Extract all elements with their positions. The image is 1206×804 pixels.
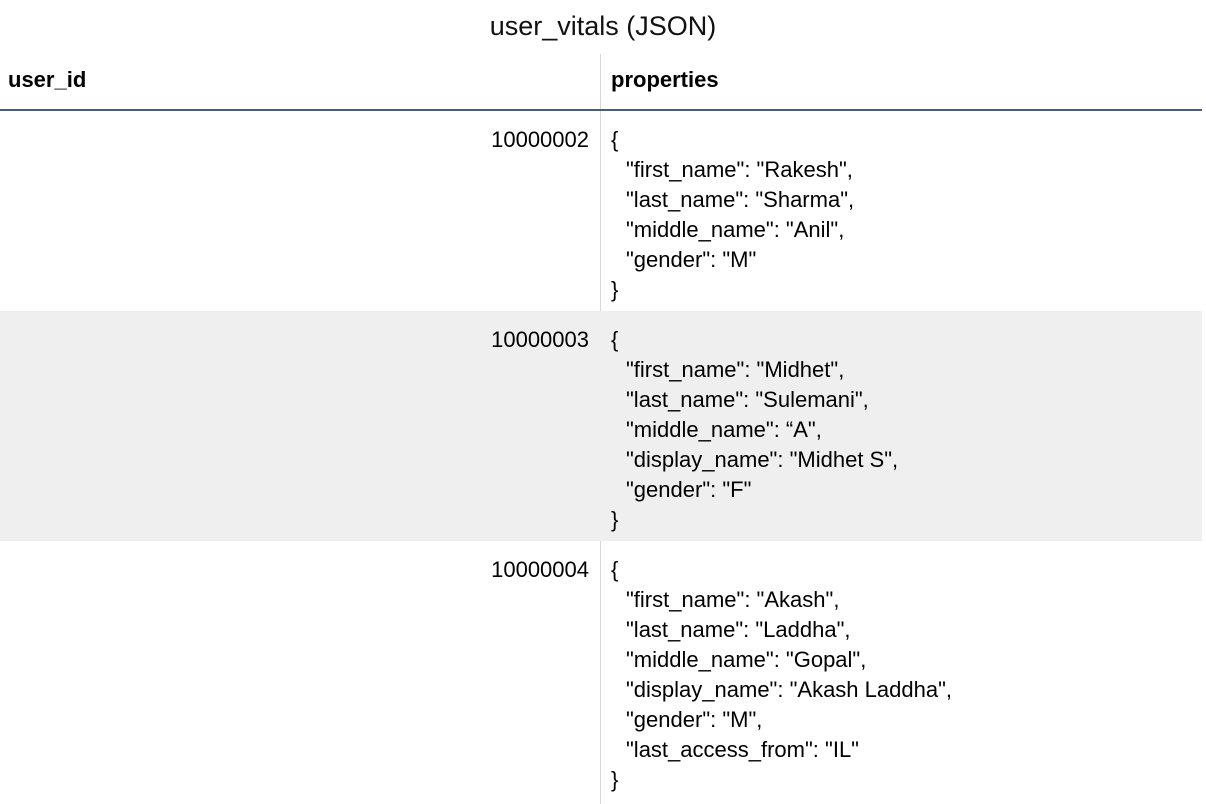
json-line: "display_name": "Akash Laddha", (626, 677, 952, 702)
properties-cell: { "first_name": "Rakesh", "last_name": "… (611, 125, 854, 305)
properties-cell: { "first_name": "Midhet", "last_name": "… (611, 325, 898, 535)
json-line: { (611, 557, 619, 582)
json-line: "last_name": "Sulemani", (626, 387, 869, 412)
json-line: "first_name": "Rakesh", (626, 157, 853, 182)
json-line: "last_name": "Sharma", (626, 187, 855, 212)
column-header-properties: properties (611, 67, 719, 92)
user-id-cell: 10000003 (491, 327, 589, 352)
table-row: 10000003 { "first_name": "Midhet", "last… (0, 311, 1202, 541)
json-line: "last_name": "Laddha", (626, 617, 851, 642)
user-id-cell: 10000004 (491, 557, 589, 582)
table-title: user_vitals (JSON) (489, 11, 717, 41)
json-line: "middle_name": "Gopal", (626, 647, 867, 672)
table-header: user_id properties (0, 54, 1202, 111)
user-id-cell: 10000002 (491, 127, 589, 152)
properties-cell: { "first_name": "Akash", "last_name": "L… (611, 555, 952, 795)
json-line: { (611, 127, 619, 152)
json-line: "first_name": "Midhet", (626, 357, 845, 382)
json-line: "gender": "M", (626, 707, 763, 732)
json-line: } (611, 767, 619, 792)
column-header-user-id: user_id (8, 67, 87, 92)
json-line: } (611, 507, 619, 532)
json-line: { (611, 327, 619, 352)
json-line: "gender": "M" (626, 247, 757, 272)
json-line: } (611, 277, 619, 302)
user-vitals-table: user_id properties 10000002 { "first_nam… (0, 54, 1202, 801)
json-line: "first_name": "Akash", (626, 587, 840, 612)
json-line: "middle_name": "Anil", (626, 217, 845, 242)
json-line: "last_access_from": "IL" (626, 737, 859, 762)
json-line: "middle_name": “A", (626, 417, 822, 442)
table-row: 10000004 { "first_name": "Akash", "last_… (0, 541, 1202, 801)
json-line: "gender": "F" (626, 477, 752, 502)
json-line: "display_name": "Midhet S", (626, 447, 899, 472)
table-row: 10000002 { "first_name": "Rakesh", "last… (0, 111, 1202, 311)
